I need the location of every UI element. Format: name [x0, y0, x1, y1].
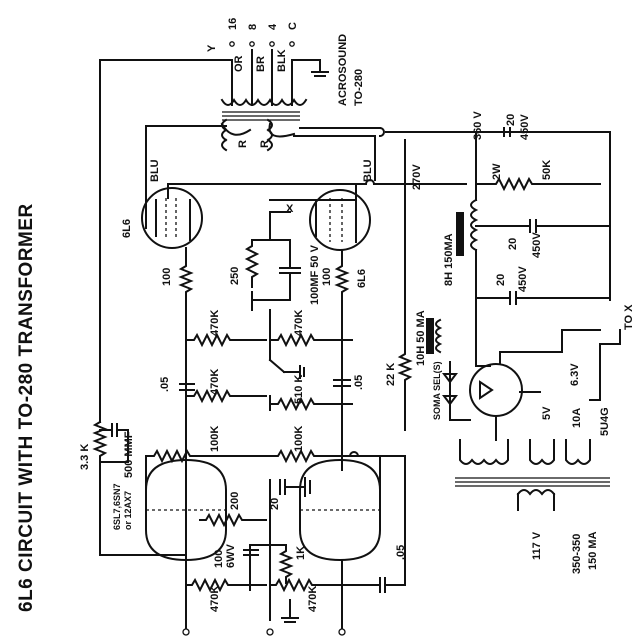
label-fil-10a: 10A [571, 408, 583, 428]
tap-label-c: C [287, 22, 299, 30]
label-cc-right: .05 [353, 375, 365, 390]
grid-stoppers [178, 261, 350, 521]
label-feedback-res: 3.3 K [79, 444, 91, 470]
label-choke-big: 8H 150MA [443, 233, 455, 286]
label-r-load-left: 100K [209, 426, 221, 452]
label-fil-5v: 5V [541, 406, 553, 420]
label-r-grid-stop-right: 100 [321, 268, 333, 286]
input-terminal [182, 628, 190, 636]
label-270v: 270V [411, 164, 423, 190]
label-c-bias: 100MF 50 V [309, 244, 321, 305]
blu-lead-label-right: BLU [362, 159, 374, 182]
label-r-drop: 22 K [385, 363, 397, 386]
label-r-grid-stop-left: 100 [161, 268, 173, 286]
transformer-model: TO-280 [353, 69, 365, 106]
tube-6l6-left [141, 187, 203, 263]
label-c-filter-low: 20 [495, 274, 507, 286]
label-r-in-right: 470K [307, 586, 319, 612]
tap-terminal [249, 41, 255, 47]
cathode-network [199, 477, 311, 621]
tap-terminal [269, 41, 275, 47]
bias-node-x: X [286, 203, 294, 215]
tube-label-driver-line1: 6SL7,6SN7 [112, 483, 122, 530]
tube-driver [145, 458, 381, 562]
input-terminal [266, 628, 274, 636]
label-r-load-right: 100K [293, 426, 305, 452]
label-cc-left: .05 [159, 377, 171, 392]
label-diodes: SOMA SEL(S) [432, 361, 442, 420]
label-cap-in: .05 [395, 545, 407, 560]
tube-label-driver-line2: or 12AX7 [123, 491, 133, 530]
output-transformer [220, 41, 329, 152]
label-r-grid-right: 470K [293, 310, 305, 336]
screen-lead-label-left: R [237, 140, 249, 148]
tube-label-6l6-left: 6L6 [121, 219, 133, 238]
tube-6l6-right [309, 189, 371, 263]
label-cap-20: 20 [269, 498, 281, 510]
label-cap-100: 100 [213, 550, 225, 568]
input-terminal [338, 628, 346, 636]
tap-terminal [289, 41, 295, 47]
label-r-bleed: 50K [541, 160, 553, 180]
label-r-bias: 250 [229, 267, 241, 285]
label-cap-100-v: 6WV [225, 544, 237, 569]
diagram-title: 6L6 CIRCUIT WITH TO-280 TRANSFORMER [16, 203, 37, 612]
bias-network [244, 211, 305, 379]
label-r-in-left: 470K [209, 586, 221, 612]
label-360v: 360 V [472, 111, 484, 140]
tube-label-rectifier: 5U4G [599, 407, 611, 436]
label-to-x: TO X [623, 304, 635, 330]
label-r-plate-left: 470K [209, 369, 221, 395]
label-mains: 117 V [531, 531, 543, 560]
blu-lead-label-left: BLU [149, 159, 161, 182]
tap-label-16: 16 [227, 18, 239, 30]
wire-label-blk: BLK [276, 49, 288, 72]
label-c-filter-low-v: 450V [517, 266, 529, 292]
label-c-filter-mid: 20 [507, 238, 519, 250]
grid-resistors [185, 332, 353, 348]
wire-label-or: OR [233, 55, 245, 72]
label-r-grid-left: 470K [209, 310, 221, 336]
label-r-bleed-w: 2W [491, 163, 503, 180]
tap-terminal [229, 41, 235, 47]
label-ht-rating-ma: 150 MA [587, 531, 599, 570]
power-supply [397, 127, 621, 511]
tube-label-6l6-right: 6L6 [356, 269, 368, 288]
plate-resistors [185, 388, 353, 412]
label-fil-63v: 6.3V [569, 363, 581, 386]
tap-label-8: 8 [247, 24, 259, 30]
input-network [185, 455, 406, 629]
wire-label-y: Y [206, 44, 218, 52]
label-r-1k: 1K [295, 546, 307, 560]
label-c-filter-top-v: 450V [519, 114, 531, 140]
screen-lead-label-right: R [259, 140, 271, 148]
label-ht-rating-v: 350-350 [571, 534, 583, 574]
label-c-filter-mid-v: 450V [531, 232, 543, 258]
tap-label-4: 4 [267, 23, 279, 30]
label-r-plate-right: 510 K [293, 375, 305, 404]
wire-label-br: BR [255, 56, 267, 72]
feedback-network [92, 420, 129, 463]
coupling-caps [179, 379, 351, 391]
transformer-brand: ACROSOUND [337, 34, 349, 106]
wiring [99, 59, 477, 556]
label-r-cathode-a: 200 [229, 492, 241, 510]
load-resistors [145, 448, 406, 491]
label-c-filter-top: 20 [505, 114, 517, 126]
label-choke-small: 10H 50 MA [415, 310, 427, 366]
label-feedback-cap: 500 MMF [123, 431, 135, 478]
